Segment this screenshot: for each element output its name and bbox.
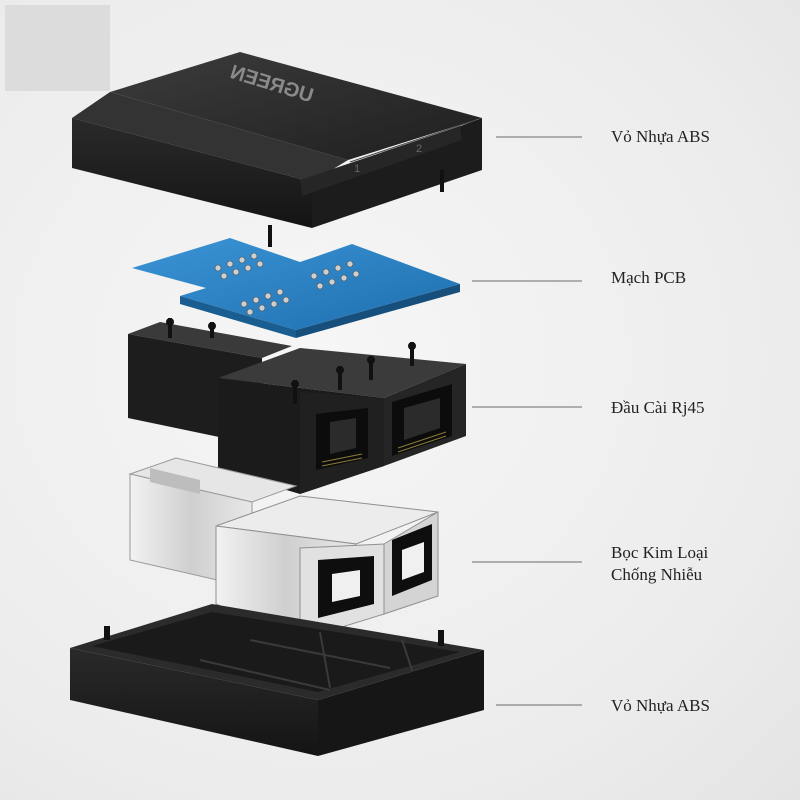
pcb-board: [132, 238, 460, 338]
label-bottom-shell: Vỏ Nhựa ABS: [611, 696, 710, 715]
top-shell: [72, 52, 482, 247]
bottom-shell: [70, 604, 484, 756]
label-rj45: Đầu Cài Rj45: [611, 398, 705, 417]
port-number-1: 1: [354, 163, 360, 175]
metal-shield: [128, 457, 439, 641]
label-pcb: Mạch PCB: [611, 268, 687, 287]
image-placeholder: [5, 5, 110, 91]
rj45-block: [128, 318, 466, 494]
port-number-2: 2: [416, 143, 422, 155]
label-top-shell: Vỏ Nhựa ABS: [611, 127, 710, 146]
label-shield-line2: Chống Nhiễu: [611, 565, 703, 584]
label-shield-line1: Bọc Kim Loại: [611, 543, 709, 562]
